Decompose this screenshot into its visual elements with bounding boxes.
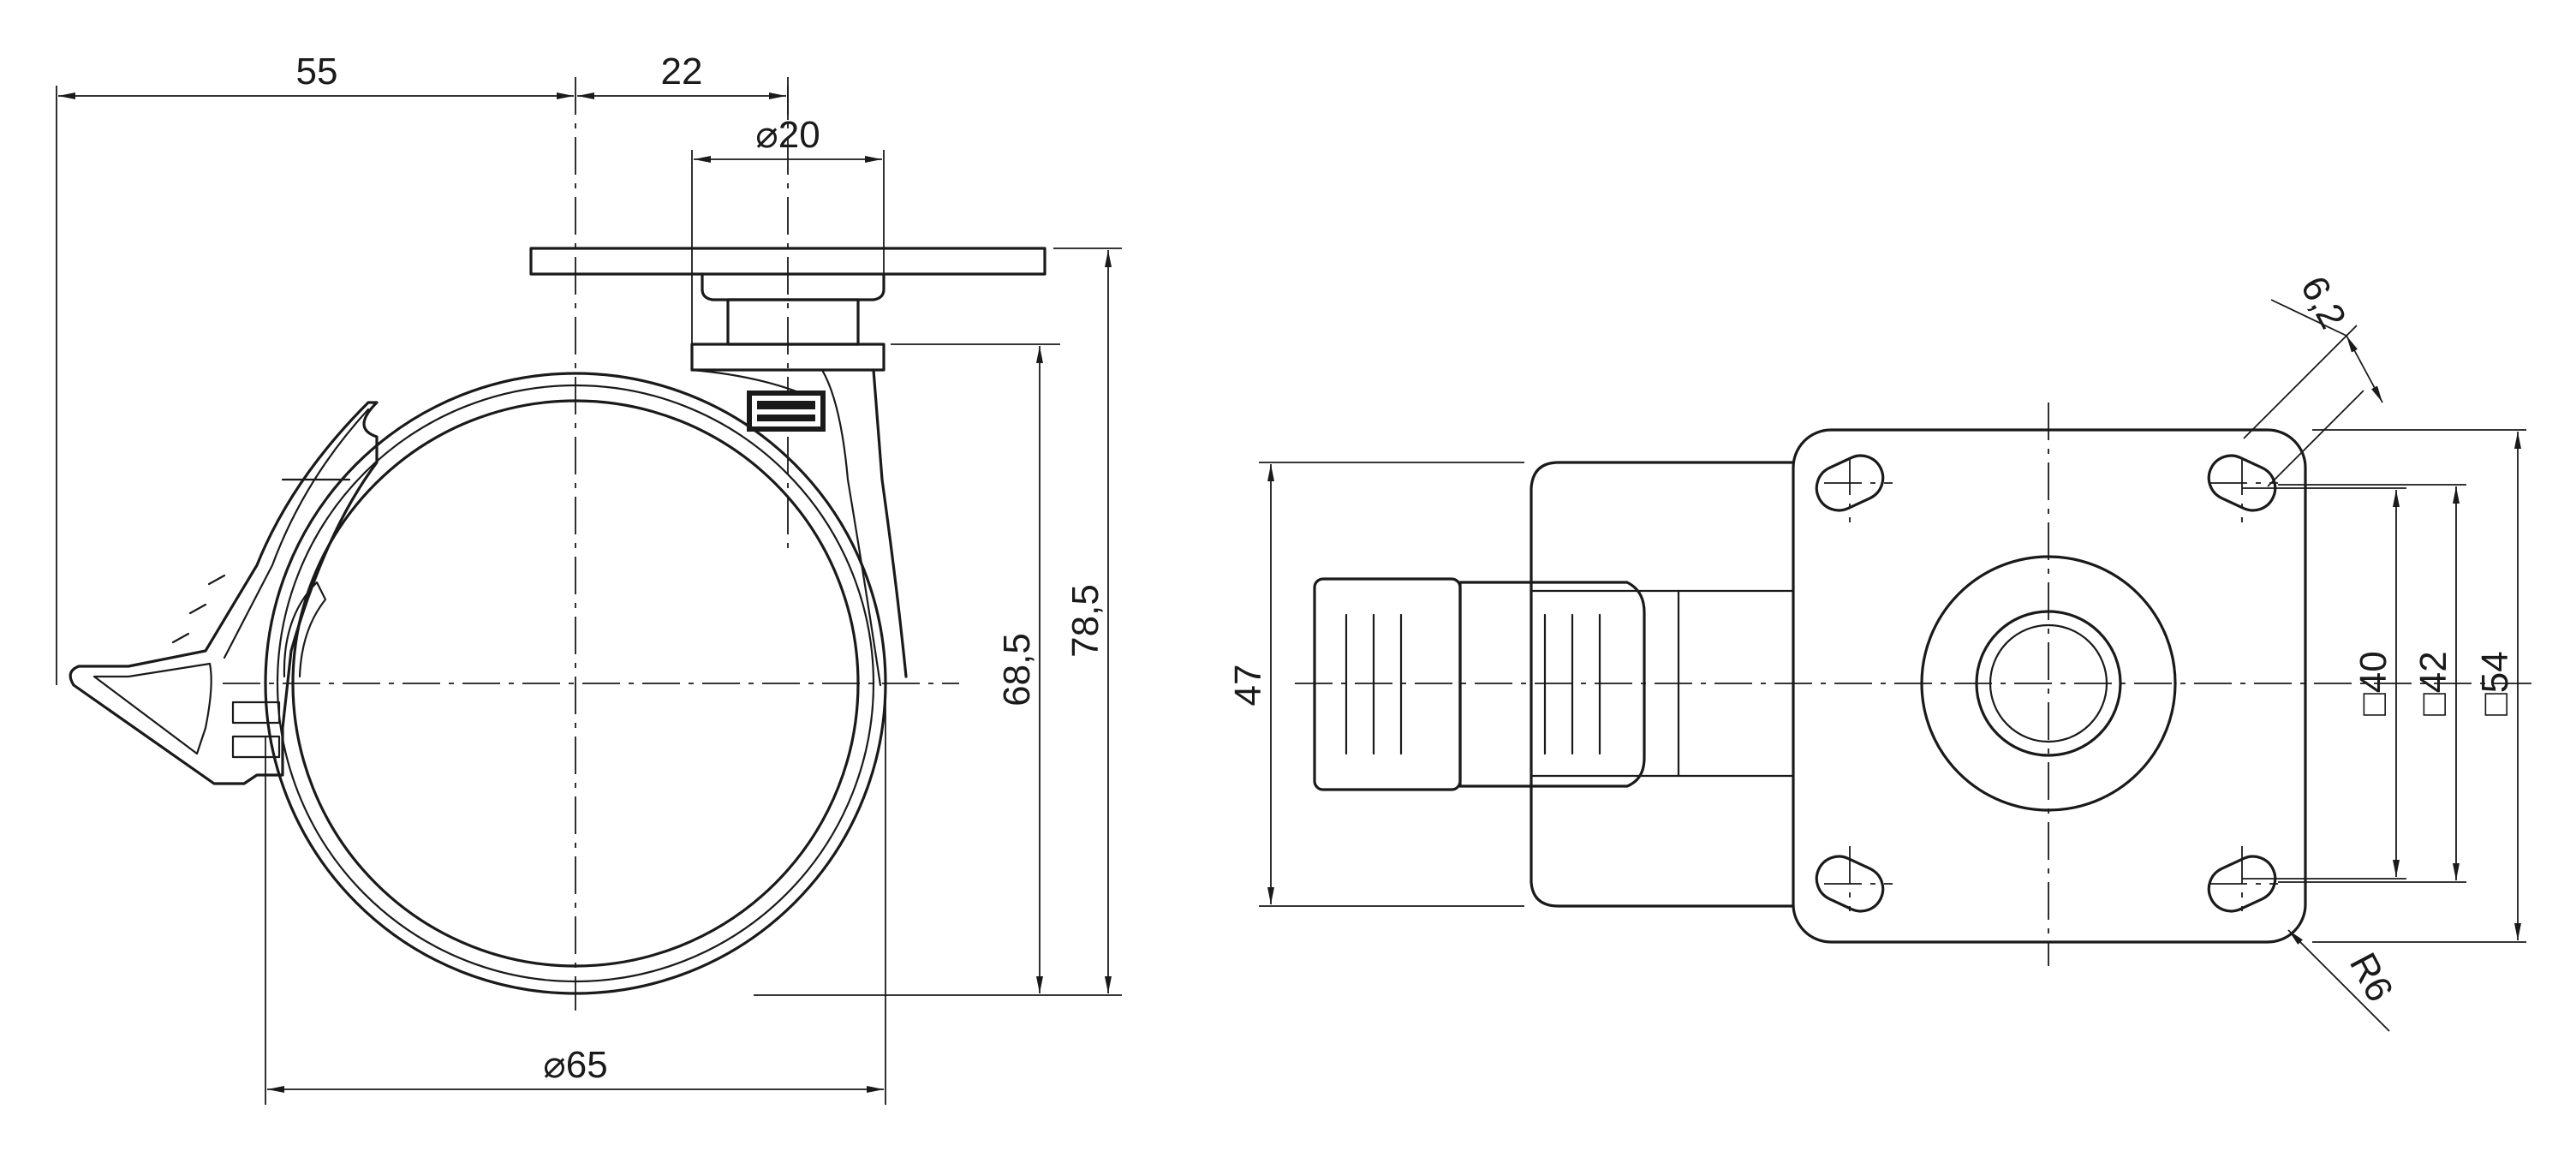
top-dimensions <box>1259 299 2526 1032</box>
dim-label-r6: R6 <box>2341 946 2401 1009</box>
brake-pedal-top <box>1313 577 1646 791</box>
dim-label-68: 68,5 <box>996 633 1038 707</box>
dim-label-47: 47 <box>1227 665 1269 707</box>
wheel-tread-edge <box>276 384 875 983</box>
fork-leg-inner <box>820 368 882 687</box>
dim-line-62-a <box>2243 325 2358 439</box>
top-view: 47 □40 □42 □54 6,2 R6 <box>1227 270 2535 1032</box>
pedal-front-block <box>1313 577 1462 791</box>
bearing-ring <box>1975 610 2122 757</box>
wheel-rim <box>291 399 860 968</box>
swivel-housing <box>690 343 886 372</box>
brake-grip-marks <box>171 574 226 644</box>
wheel-tread-outer <box>264 372 887 995</box>
slot-top-right <box>2207 454 2277 512</box>
dim-label-22: 22 <box>661 51 703 92</box>
dim-label-d20: ⌀20 <box>755 114 820 156</box>
fork-leg-outer <box>872 368 908 678</box>
top-plate <box>529 247 1046 276</box>
brake-pedal-outline <box>69 401 379 785</box>
leader-62 <box>2270 299 2347 337</box>
dim-label-d65: ⌀65 <box>543 1044 607 1086</box>
dim-label-78: 78,5 <box>1064 584 1106 658</box>
dim-line-62 <box>2346 335 2383 403</box>
wheel-body-top <box>1530 461 1795 908</box>
dim-label-62: 6,2 <box>2293 270 2354 336</box>
slot-top-left <box>1815 454 1885 512</box>
pedal-mid-block <box>1458 581 1646 788</box>
stem-neck <box>726 298 860 346</box>
stamm-logo <box>747 391 826 432</box>
dim-label-54: □54 <box>2474 651 2516 716</box>
leader-r6 <box>2287 929 2390 1032</box>
dim-line-62-b <box>2267 390 2364 487</box>
mounting-plate <box>1792 428 2307 944</box>
dim-label-55: 55 <box>296 51 338 92</box>
slot-bottom-left <box>1815 855 1885 913</box>
brake-lever <box>69 401 379 785</box>
brake-block-lower <box>231 735 281 759</box>
slot-bottom-right <box>2207 855 2277 913</box>
brake-pedal-rib <box>223 408 370 659</box>
bearing-bore <box>1989 623 2108 743</box>
bearing-outer <box>1920 555 2177 812</box>
side-dimensions <box>56 86 1122 1105</box>
stem-bearing <box>701 272 886 301</box>
dim-label-40: □40 <box>2352 651 2394 716</box>
mounting-slots <box>1815 454 2278 913</box>
side-view: 55 22 ⌀20 78,5 68,5 ⌀65 <box>56 51 1122 1105</box>
brake-pedal-inner <box>92 662 212 755</box>
brake-cam <box>283 581 327 678</box>
brake-block-upper <box>231 701 281 725</box>
wheel <box>264 372 887 995</box>
dim-label-42: □42 <box>2412 651 2454 716</box>
